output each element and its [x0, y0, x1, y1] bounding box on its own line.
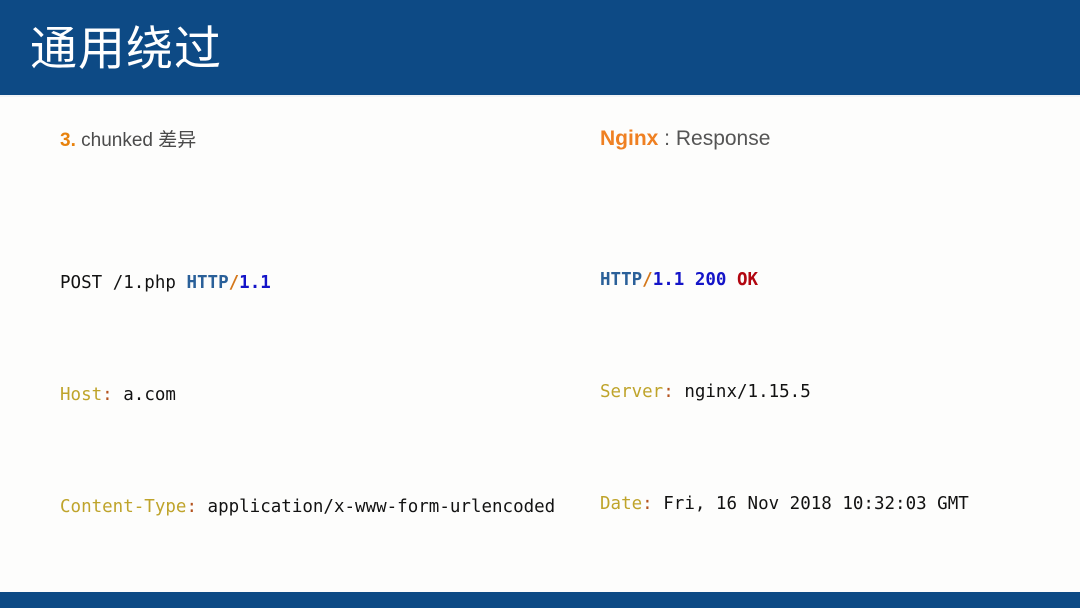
left-heading-text: chunked 差异	[81, 130, 197, 151]
request-header-row: Host: a.com	[60, 381, 560, 409]
response-header-value: nginx/1.15.5	[684, 382, 811, 402]
request-header-colon: :	[186, 497, 197, 517]
response-header-value: Fri, 16 Nov 2018 10:32:03 GMT	[663, 494, 969, 514]
response-header-name: Server	[600, 382, 664, 402]
response-header-gap	[674, 382, 685, 402]
header-divider	[0, 95, 1080, 97]
response-proto-name: HTTP	[600, 270, 643, 290]
slide-header-bar	[0, 0, 1080, 95]
request-proto-name: HTTP	[186, 273, 229, 293]
request-header-row: Content-Type: application/x-www-form-url…	[60, 493, 560, 521]
response-header-row: Server: nginx/1.15.5	[600, 378, 1060, 406]
request-header-colon: :	[102, 385, 113, 405]
response-version-code: 1.1 200	[652, 270, 727, 290]
request-proto-version: 1.1	[239, 273, 271, 293]
http-request-block: POST /1.php HTTP/1.1 Host: a.com Content…	[60, 185, 560, 608]
slide-footer-bar	[0, 592, 1080, 608]
response-header-colon: :	[663, 382, 674, 402]
request-proto-slash: /	[228, 273, 240, 293]
right-column: Nginx : Response HTTP/1.1 200 OK Server:…	[600, 125, 1060, 608]
left-section-heading: 3. chunked 差异	[60, 128, 560, 154]
response-status-line: HTTP/1.1 200 OK	[600, 266, 1060, 294]
request-header-gap	[197, 497, 208, 517]
request-line: POST /1.php HTTP/1.1	[60, 269, 560, 297]
request-path: /1.php	[112, 273, 176, 293]
request-method: POST	[60, 273, 103, 293]
right-section-heading: Nginx : Response	[600, 125, 1060, 153]
request-header-value: a.com	[123, 385, 176, 405]
page-title: 通用绕过	[30, 22, 222, 75]
response-proto-slash: /	[642, 270, 653, 290]
request-space-1	[102, 273, 113, 293]
nginx-label: Nginx	[600, 127, 659, 150]
left-column: 3. chunked 差异 POST /1.php HTTP/1.1 Host:…	[60, 128, 560, 608]
response-header-row: Date: Fri, 16 Nov 2018 10:32:03 GMT	[600, 490, 1060, 518]
http-response-block: HTTP/1.1 200 OK Server: nginx/1.15.5 Dat…	[600, 182, 1060, 608]
request-header-gap	[113, 385, 124, 405]
response-header-name: Date	[600, 494, 643, 514]
response-status-gap	[726, 270, 737, 290]
response-header-gap	[653, 494, 664, 514]
left-heading-number: 3.	[60, 130, 76, 151]
response-header-colon: :	[642, 494, 653, 514]
response-reason-phrase: OK	[737, 270, 759, 290]
request-header-name: Host	[60, 385, 103, 405]
request-space-2	[176, 273, 187, 293]
request-header-value: application/x-www-form-urlencoded	[207, 497, 556, 517]
response-label: : Response	[658, 127, 771, 150]
request-header-name: Content-Type	[60, 497, 187, 517]
